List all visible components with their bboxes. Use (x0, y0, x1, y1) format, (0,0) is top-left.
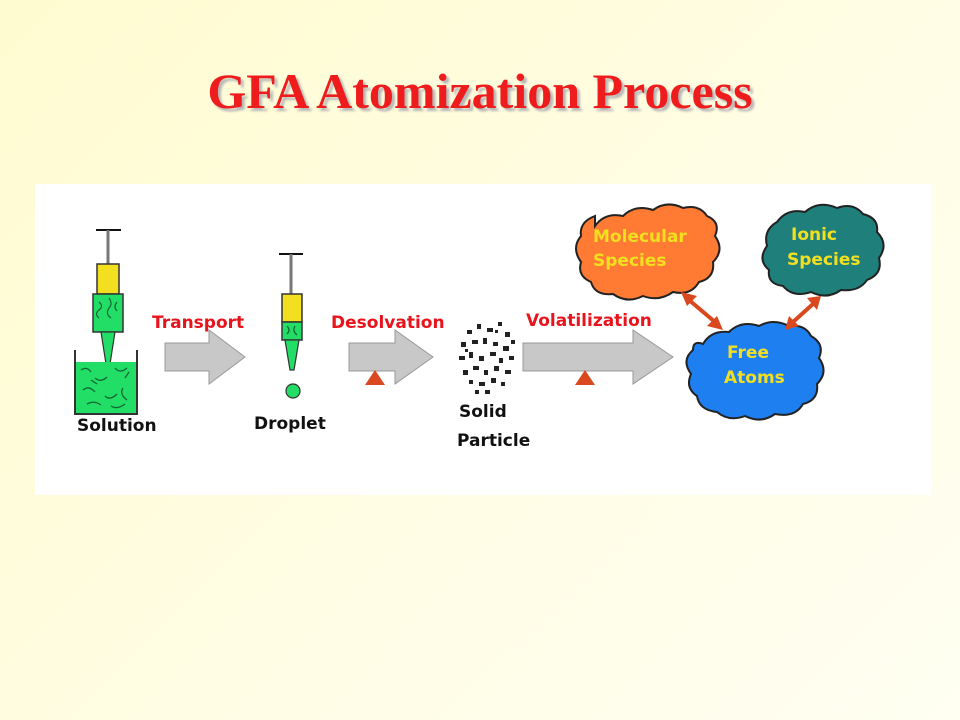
ionic-species-cloud (761, 203, 885, 297)
transport-label: Transport (152, 313, 244, 333)
solution-beaker-icon (74, 229, 138, 415)
molecular-label-line1: Molecular (593, 227, 687, 247)
ionic-label-line1: Ionic (791, 225, 837, 245)
process-diagram: Solution Transport Droplet Desolvation S… (35, 184, 931, 495)
volatilization-heat-icon (575, 370, 595, 385)
free-atoms-cloud (685, 321, 825, 421)
ionic-free-double-arrow-icon (785, 296, 821, 330)
desolvation-arrow-icon (348, 329, 434, 385)
free-label-line2: Atoms (724, 368, 785, 388)
droplet-label: Droplet (254, 414, 326, 434)
desolvation-label: Desolvation (331, 313, 445, 333)
desolvation-heat-icon (365, 370, 385, 385)
solid-particle-icon (459, 322, 515, 394)
solution-label: Solution (77, 416, 157, 436)
ionic-label-line2: Species (787, 250, 861, 270)
molecular-label-line2: Species (593, 251, 667, 271)
page-title: GFA Atomization Process (207, 63, 753, 119)
volatilization-arrow-icon (522, 329, 674, 385)
solid-label-line1: Solid (459, 402, 507, 422)
droplet-syringe-icon (279, 253, 303, 399)
volatilization-label: Volatilization (526, 311, 652, 331)
free-label-line1: Free (727, 343, 769, 363)
molecular-species-cloud (575, 203, 721, 301)
solid-label-line2: Particle (457, 431, 530, 451)
transport-arrow-icon (164, 329, 246, 385)
molecular-free-double-arrow-icon (681, 292, 723, 330)
